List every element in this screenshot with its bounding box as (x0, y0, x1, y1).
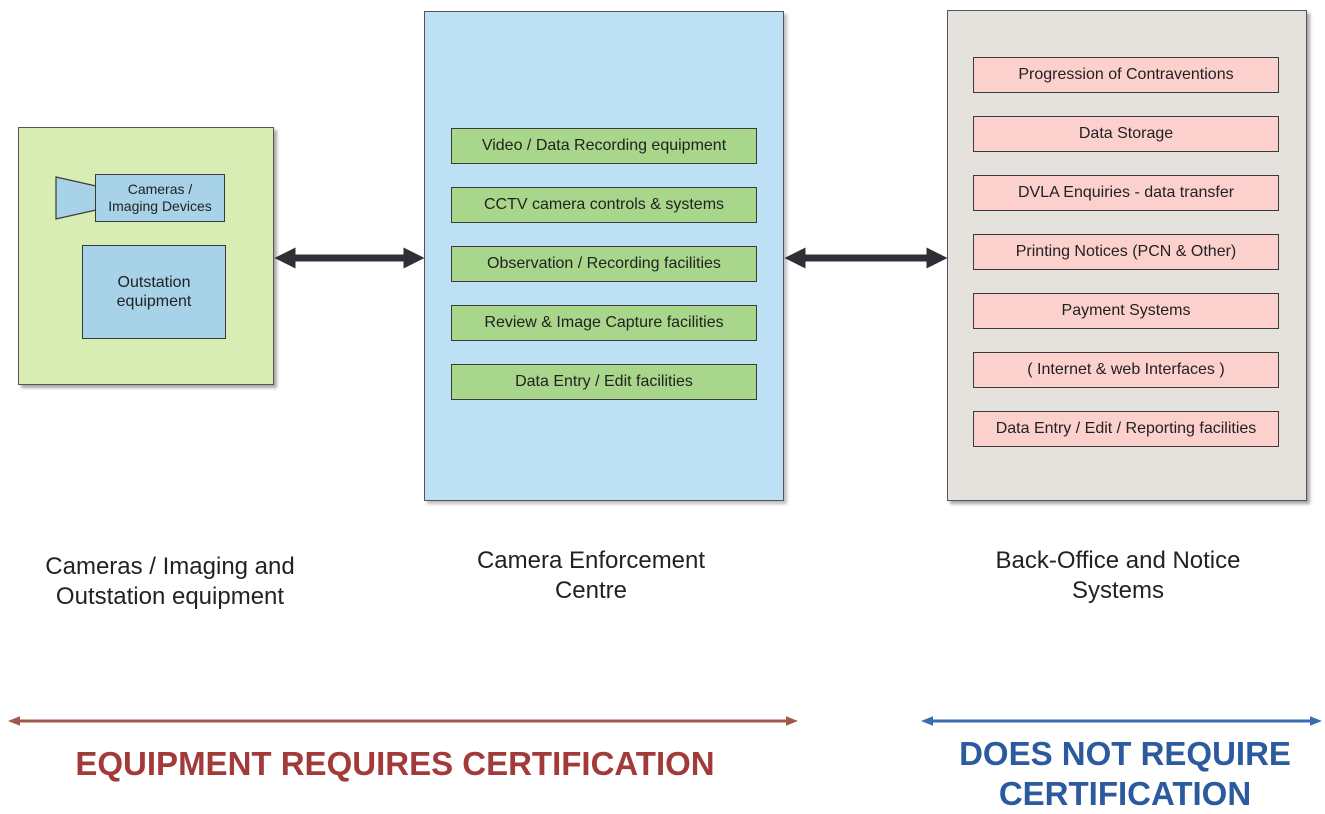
backoffice-item: DVLA Enquiries - data transfer (973, 175, 1279, 211)
no-certification-line1: DOES NOT REQUIRE (959, 735, 1291, 772)
outstation-equipment-box: Outstation equipment (82, 245, 226, 339)
camera-lens-icon (55, 176, 97, 220)
outstation-label-line1: Outstation (117, 274, 191, 291)
centre-item: Video / Data Recording equipment (451, 128, 757, 164)
centre-item: Observation / Recording facilities (451, 246, 757, 282)
backoffice-item: Printing Notices (PCN & Other) (973, 234, 1279, 270)
back-office-caption: Back-Office and Notice Systems (958, 546, 1278, 606)
enforcement-centre-caption: Camera Enforcement Centre (431, 546, 751, 606)
centre-item: Data Entry / Edit facilities (451, 364, 757, 400)
back-office-notice-systems-panel: Progression of Contraventions Data Stora… (947, 10, 1307, 501)
cameras-label-line2: Imaging Devices (108, 198, 212, 214)
centre-item: CCTV camera controls & systems (451, 187, 757, 223)
caption-line: Back-Office and Notice (995, 547, 1241, 574)
backoffice-item: Data Storage (973, 116, 1279, 152)
requires-certification-label: EQUIPMENT REQUIRES CERTIFICATION (75, 745, 715, 782)
backoffice-item: Payment Systems (973, 293, 1279, 329)
outstation-label-line2: equipment (116, 293, 192, 310)
cameras-outstation-caption: Cameras / Imaging and Outstation equipme… (10, 552, 330, 612)
caption-line: Outstation equipment (55, 583, 285, 610)
caption-line: Cameras / Imaging and (45, 553, 295, 580)
camera-enforcement-centre-panel: Video / Data Recording equipment CCTV ca… (424, 11, 784, 501)
caption-line: Systems (1071, 577, 1164, 604)
no-certification-label: DOES NOT REQUIRE CERTIFICATION (925, 734, 1325, 814)
backoffice-item: Progression of Contraventions (973, 57, 1279, 93)
cameras-imaging-devices-box: Cameras / Imaging Devices (95, 174, 225, 222)
caption-line: Centre (554, 577, 628, 604)
cameras-label-line1: Cameras / (127, 181, 193, 197)
caption-line: Camera Enforcement (476, 547, 706, 574)
backoffice-item: ( Internet & web Interfaces ) (973, 352, 1279, 388)
backoffice-item: Data Entry / Edit / Reporting facilities (973, 411, 1279, 447)
no-certification-line2: CERTIFICATION (998, 775, 1252, 812)
cameras-outstation-panel: Cameras / Imaging Devices Outstation equ… (18, 127, 274, 385)
centre-item: Review & Image Capture facilities (451, 305, 757, 341)
